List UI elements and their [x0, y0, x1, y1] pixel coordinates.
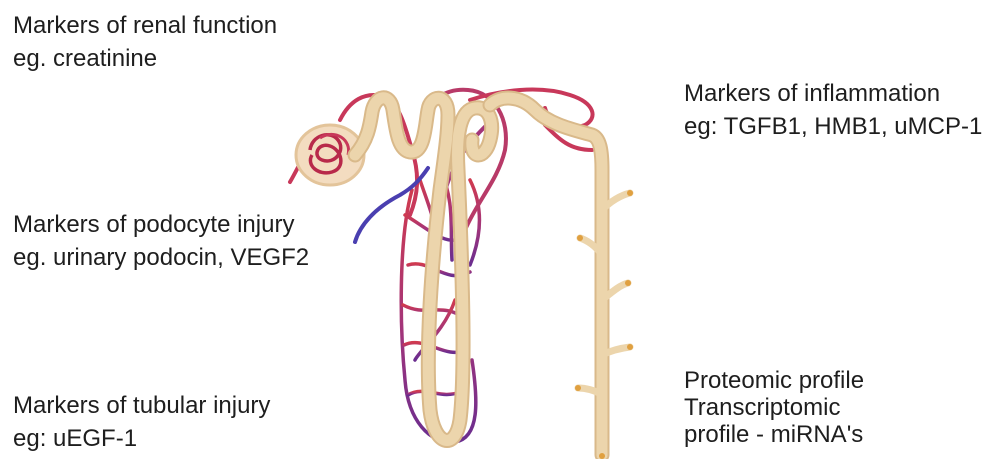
inflammation-title: Markers of inflammation	[684, 77, 982, 110]
renal-function-label: Markers of renal function eg. creatinine	[13, 9, 277, 75]
podocyte-injury-example: eg. urinary podocin, VEGF2	[13, 241, 309, 274]
proteomic-profile-text: Proteomic profile	[684, 367, 864, 394]
transcriptomic-text: Transcriptomic	[684, 394, 864, 421]
inflammation-label: Markers of inflammation eg: TGFB1, HMB1,…	[684, 77, 982, 143]
renal-function-title: Markers of renal function	[13, 9, 277, 42]
tubular-injury-label: Markers of tubular injury eg: uEGF-1	[13, 389, 270, 455]
omics-profile-label: Proteomic profile Transcriptomic profile…	[684, 367, 864, 448]
efferent-vein	[355, 168, 428, 242]
inflammation-example: eg: TGFB1, HMB1, uMCP-1	[684, 110, 982, 143]
podocyte-injury-label: Markers of podocyte injury eg. urinary p…	[13, 208, 309, 274]
renal-tubule	[355, 98, 602, 455]
podocyte-injury-title: Markers of podocyte injury	[13, 208, 309, 241]
mirna-profile-text: profile - miRNA's	[684, 421, 864, 448]
tubular-injury-example: eg: uEGF-1	[13, 422, 270, 455]
tubular-injury-title: Markers of tubular injury	[13, 389, 270, 422]
renal-function-example: eg. creatinine	[13, 42, 277, 75]
